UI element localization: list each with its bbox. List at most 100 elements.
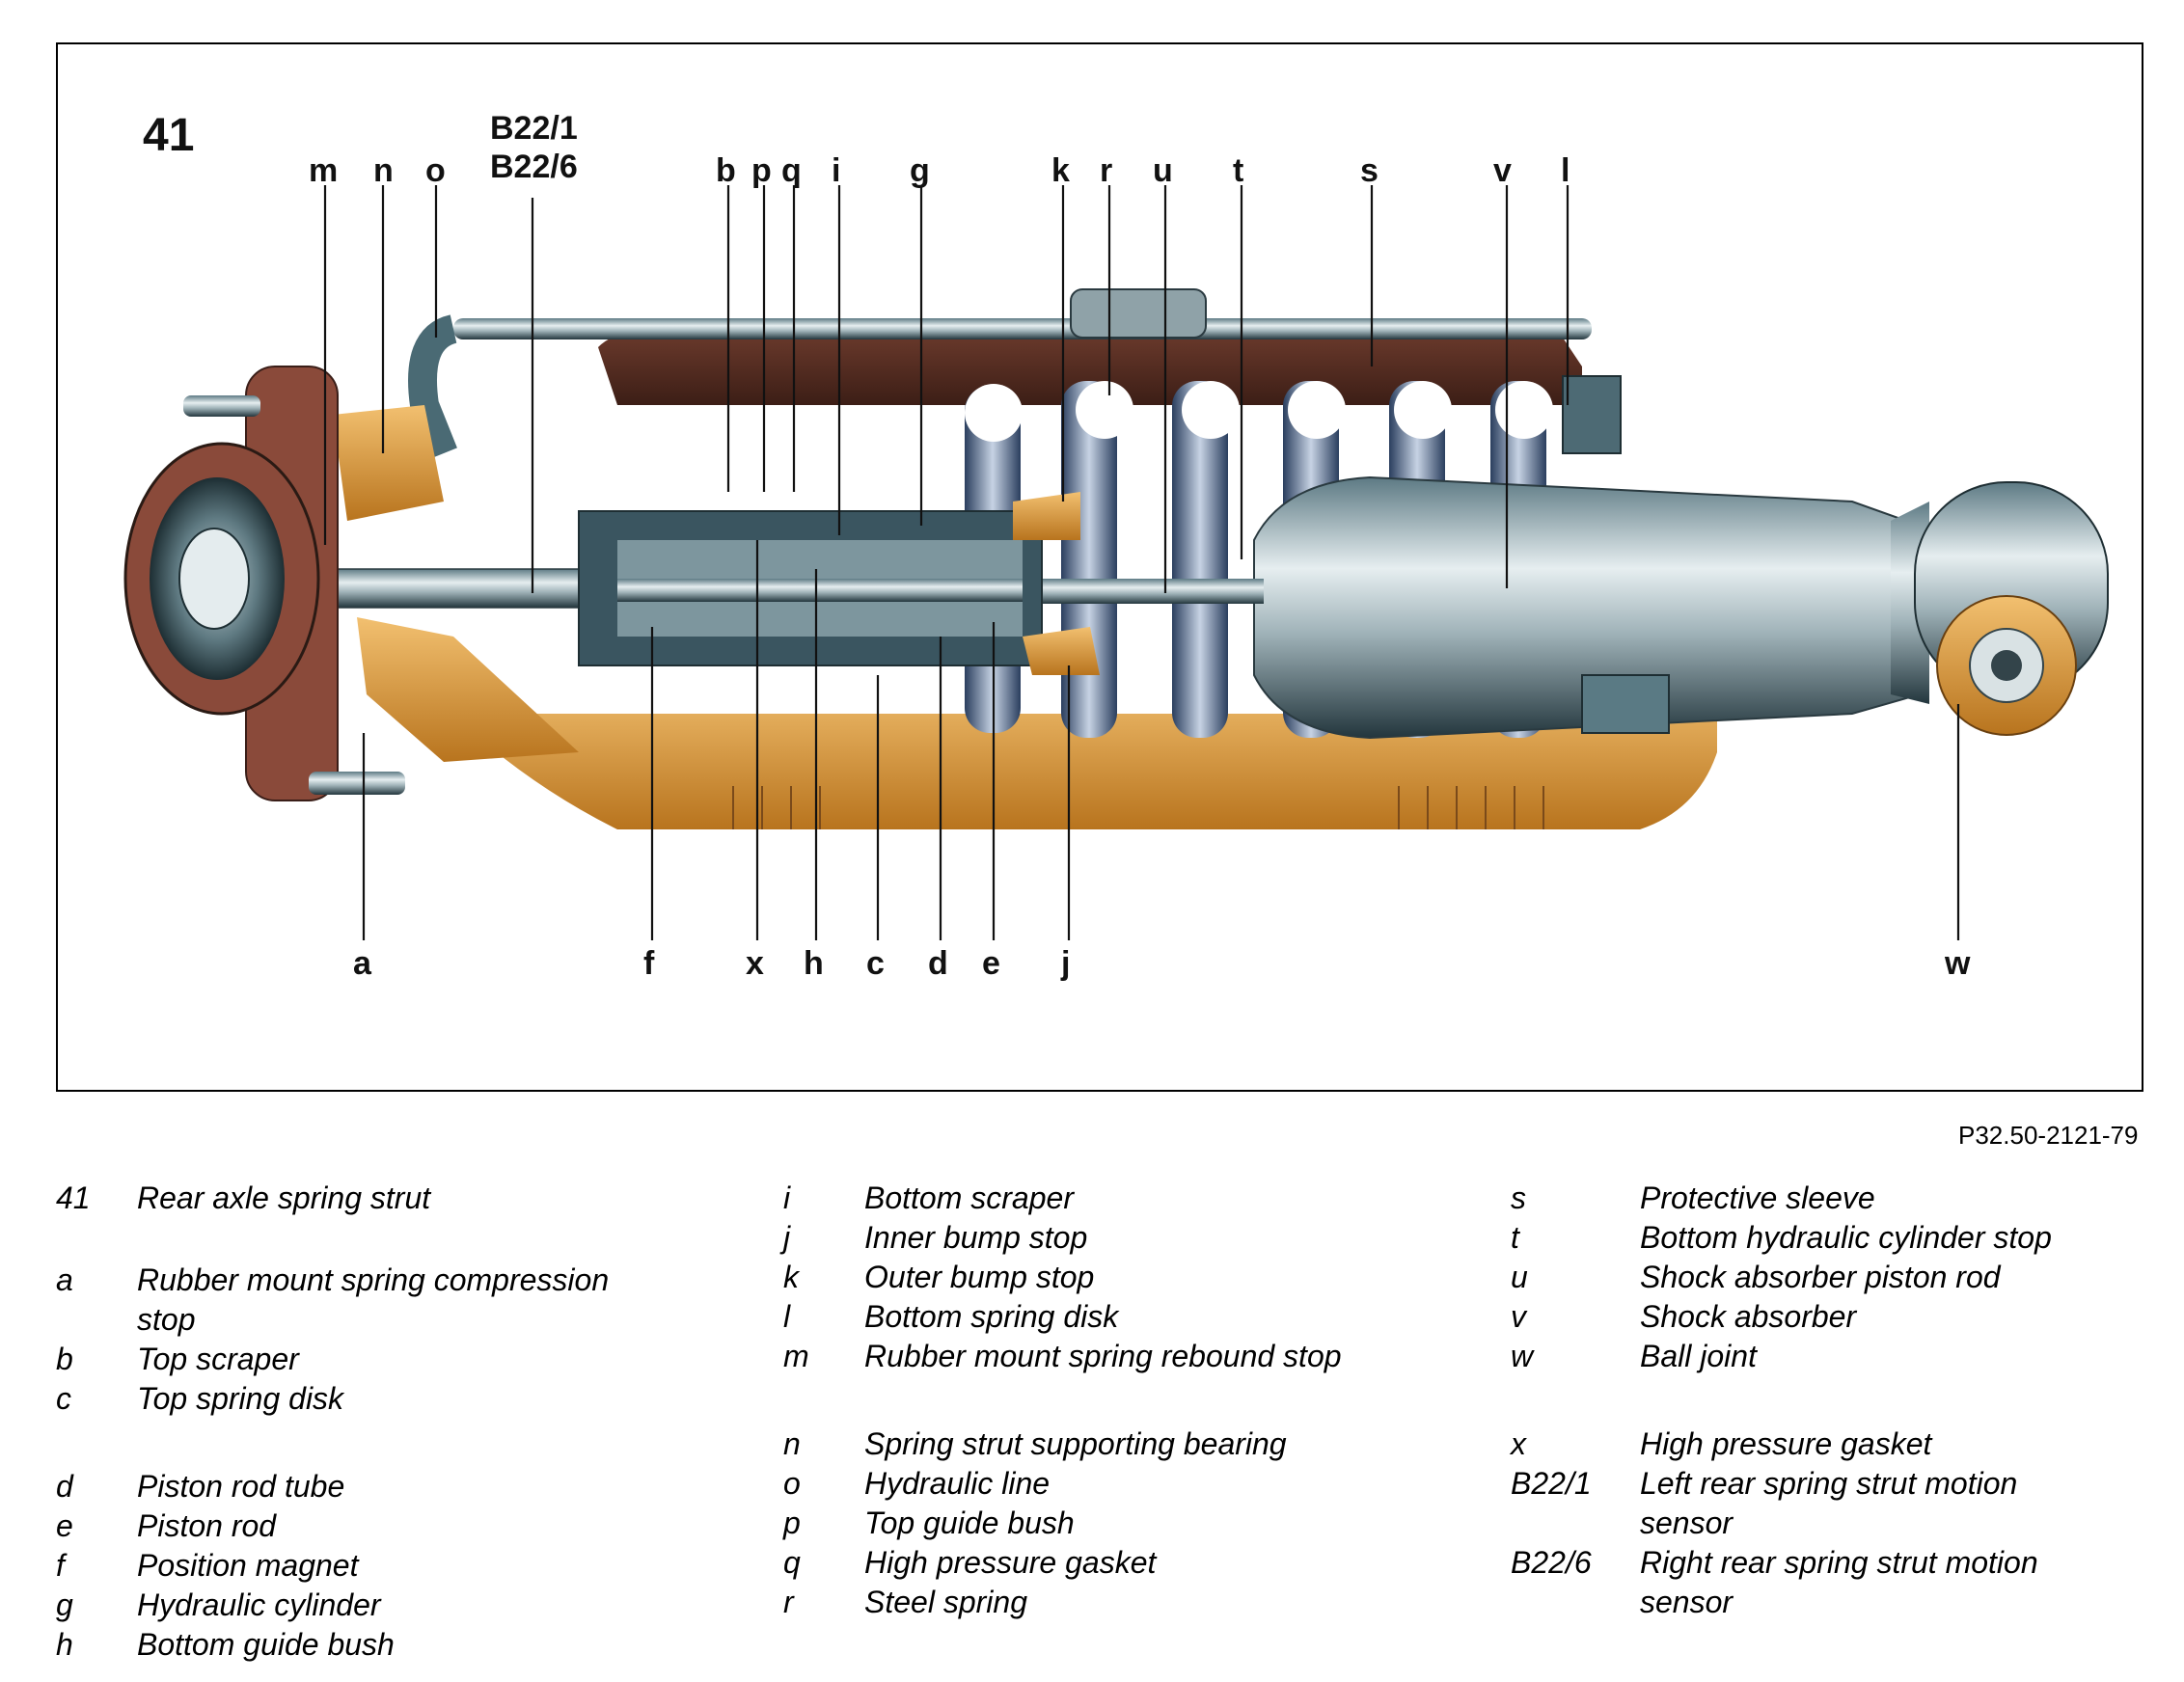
callout-x: x <box>746 945 764 982</box>
figure-reference: P32.50-2121-79 <box>1958 1121 2139 1150</box>
legend-text: Hydraulic cylinder <box>137 1587 381 1622</box>
legend-key: h <box>56 1627 73 1662</box>
callout-s: s <box>1360 152 1379 189</box>
callout-w: w <box>1944 945 1971 982</box>
callout-b22-1: B22/1 <box>490 110 578 147</box>
legend-text: Top guide bush <box>864 1506 1075 1540</box>
callout-f: f <box>643 945 655 982</box>
legend-item: d Piston rod tube <box>56 1467 677 1506</box>
legend-item: w Ball joint <box>1511 1337 2180 1376</box>
bottom-spring-disk <box>1562 375 1622 454</box>
callout-g: g <box>910 152 930 189</box>
outer-bump-stop <box>1013 492 1080 540</box>
legend-key: g <box>56 1587 73 1622</box>
legend-text: Position magnet <box>137 1548 359 1583</box>
bearing-hub <box>178 528 250 630</box>
legend-text: Bottom hydraulic cylinder stop <box>1640 1220 2052 1255</box>
callout-h: h <box>804 945 824 982</box>
legend-item: r Steel spring <box>783 1583 1405 1622</box>
sleeve-ribs <box>732 786 1544 829</box>
legend-key: f <box>56 1548 65 1583</box>
legend-item: q High pressure gasket <box>783 1543 1405 1583</box>
legend-key: u <box>1511 1260 1528 1294</box>
leader-lines <box>323 185 1960 940</box>
legend-key: o <box>783 1466 801 1501</box>
callout-c: c <box>866 945 885 982</box>
spring-seat-lower <box>1581 674 1670 734</box>
legend-text: Hydraulic line <box>864 1466 1051 1501</box>
legend-text: Rear axle spring strut <box>137 1180 431 1215</box>
piston-rod-inner <box>617 579 1023 602</box>
legend-text: Top scraper <box>137 1342 299 1376</box>
legend-key: v <box>1511 1299 1526 1334</box>
rubber-mount-compression <box>357 617 579 762</box>
legend-text: Shock absorber piston rod <box>1640 1260 2001 1294</box>
legend-column-1: 41 Rear axle spring strut a Rubber mount s… <box>56 1179 677 1665</box>
legend-key: p <box>783 1506 801 1540</box>
legend-text: Outer bump stop <box>864 1260 1095 1294</box>
callout-d: d <box>928 945 948 982</box>
legend-key: i <box>783 1180 791 1215</box>
legend-item: b Top scraper <box>56 1340 677 1379</box>
legend-item: t Bottom hydraulic cylinder stop <box>1511 1218 2180 1258</box>
legend-text: Steel spring <box>864 1585 1027 1619</box>
legend-item: p Top guide bush <box>783 1504 1405 1543</box>
legend-item: v Shock absorber <box>1511 1297 2180 1337</box>
legend-key: e <box>56 1508 73 1543</box>
legend-key: t <box>1511 1220 1519 1255</box>
legend-item: a Rubber mount spring compression stop <box>56 1261 677 1340</box>
legend-key: x <box>1511 1426 1526 1461</box>
legend-item: 41 Rear axle spring strut <box>56 1179 677 1218</box>
legend-text: Rubber mount spring compression stop <box>137 1262 610 1337</box>
legend-key: k <box>783 1260 799 1294</box>
legend-text: Piston rod tube <box>137 1469 345 1504</box>
legend-item: x High pressure gasket <box>1511 1424 2180 1464</box>
shock-piston-rod <box>1023 579 1264 604</box>
callout-b: b <box>716 152 736 189</box>
callout-u: u <box>1153 152 1173 189</box>
legend-text: Shock absorber <box>1640 1299 1857 1334</box>
legend-key: s <box>1511 1180 1526 1215</box>
callout-t: t <box>1233 152 1243 189</box>
legend-text: Ball joint <box>1640 1339 1757 1373</box>
legend-item: u Shock absorber piston rod <box>1511 1258 2180 1297</box>
callout-j: j <box>1060 945 1070 982</box>
callout-p: p <box>751 152 772 189</box>
legend-key: w <box>1511 1339 1534 1373</box>
legend-key: j <box>783 1220 791 1255</box>
callout-i: i <box>832 152 840 189</box>
figure-number: 41 <box>143 110 194 161</box>
inner-bump-stop <box>1023 627 1100 675</box>
rubber-mount-rebound <box>333 405 444 521</box>
legend-key: 41 <box>56 1180 91 1215</box>
callout-b22-6: B22/6 <box>490 149 578 185</box>
callout-k: k <box>1051 152 1070 189</box>
legend-text: High pressure gasket <box>864 1545 1157 1580</box>
legend-key: d <box>56 1469 73 1504</box>
legend-text: High pressure gasket <box>1640 1426 1932 1461</box>
callout-r: r <box>1100 152 1112 189</box>
callout-m: m <box>309 152 338 189</box>
legend-key: l <box>783 1299 791 1334</box>
legend-key: b <box>56 1342 73 1376</box>
legend-key: m <box>783 1339 809 1373</box>
legend-key: r <box>783 1585 794 1619</box>
callout-o: o <box>425 152 446 189</box>
callout-n: n <box>373 152 394 189</box>
legend-key: B22/1 <box>1511 1466 1592 1501</box>
legend-key: q <box>783 1545 801 1580</box>
legend-key: a <box>56 1262 73 1297</box>
hydraulic-line-bend <box>408 314 458 459</box>
legend-item: g Hydraulic cylinder <box>56 1586 677 1625</box>
mount-stud-top <box>183 395 260 417</box>
figure-frame <box>56 42 2143 1092</box>
